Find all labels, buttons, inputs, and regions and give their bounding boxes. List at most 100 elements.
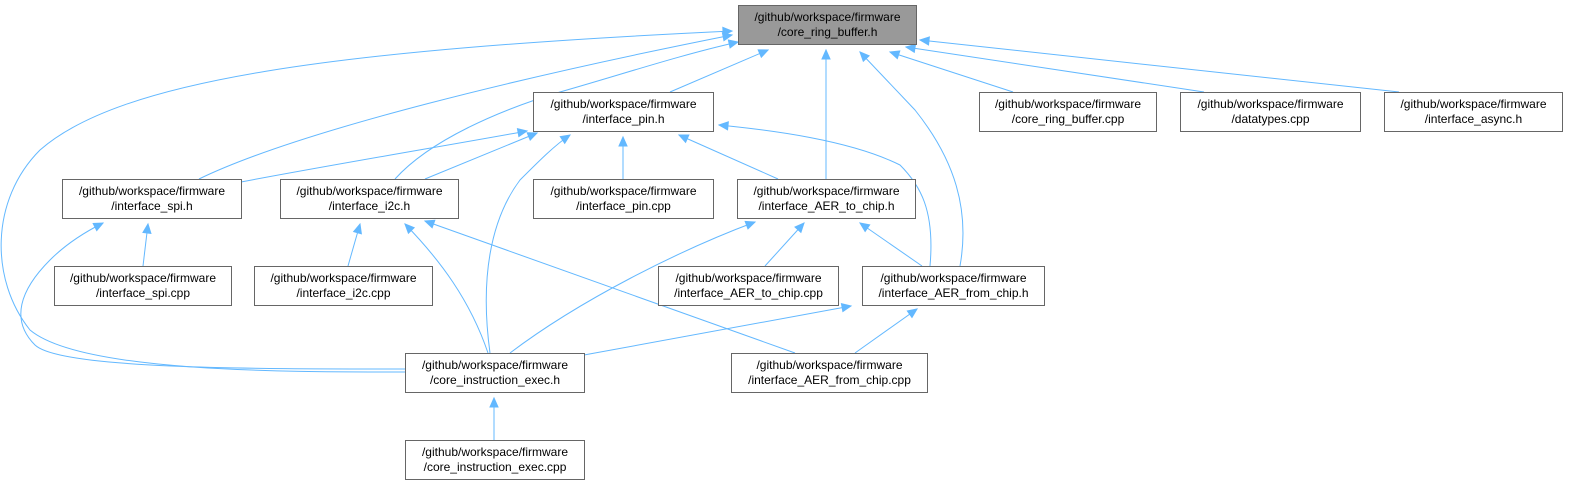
edge-interface_AER_from_chip_h-to-interface_pin_h: [717, 121, 932, 267]
node-box: [738, 5, 917, 45]
edge-interface_AER_from_chip_cpp-to-interface_AER_from_chip_h: [854, 308, 919, 354]
edge-interface_spi_h-to-interface_pin_h: [240, 128, 529, 183]
node-path-label: /github/workspace/firmware: [422, 445, 568, 459]
edge-core_instruction_exec_h-to-interface_spi_h: [20, 222, 406, 370]
node-file-label: /core_instruction_exec.h: [430, 373, 560, 387]
node-path-label: /github/workspace/firmware: [270, 271, 416, 285]
arrowhead-icon: [404, 223, 416, 235]
node-path-label: /github/workspace/firmware: [79, 184, 225, 198]
node-file-label: /interface_pin.h: [582, 112, 664, 126]
node-core-instruction-exec-h[interactable]: /github/workspace/firmware/core_instruct…: [405, 353, 585, 393]
node-box: [280, 179, 459, 219]
node-interface-async-h[interactable]: /github/workspace/firmware/interface_asy…: [1384, 92, 1563, 132]
edge-line: [919, 39, 1400, 93]
edge-core_instruction_exec_h-to-interface_pin_h: [485, 134, 572, 354]
node-path-label: /github/workspace/firmware: [753, 184, 899, 198]
edge-core_ring_buffer_cpp-to-core_ring_buffer_h: [888, 50, 1014, 93]
node-path-label: /github/workspace/firmware: [296, 184, 442, 198]
arrowhead-icon: [918, 36, 930, 46]
edge-interface_i2c_h-to-interface_pin_h: [424, 132, 539, 180]
node-interface-spi-h[interactable]: /github/workspace/firmware/interface_spi…: [62, 179, 242, 219]
node-path-label: /github/workspace/firmware: [1197, 97, 1343, 111]
arrowhead-icon: [677, 134, 690, 144]
node-file-label: /interface_pin.cpp: [576, 199, 671, 213]
edge-line: [583, 305, 852, 356]
edge-line: [669, 49, 769, 93]
arrowhead-icon: [717, 121, 729, 131]
arrowhead-icon: [489, 396, 499, 408]
node-box: [979, 92, 1157, 132]
node-datatypes-cpp[interactable]: /github/workspace/firmware/datatypes.cpp: [1180, 92, 1361, 132]
node-path-label: /github/workspace/firmware: [675, 271, 821, 285]
edge-interface_AER_from_chip_h-to-core_ring_buffer_h: [859, 51, 964, 267]
node-file-label: /interface_AER_from_chip.h: [878, 286, 1028, 300]
edge-line: [198, 34, 733, 180]
arrowhead-icon: [794, 222, 805, 234]
edge-core_instruction_exec_h-to-interface_i2c_h: [404, 223, 489, 354]
node-box: [1384, 92, 1563, 132]
node-box: [533, 179, 714, 219]
node-core-instruction-exec-cpp[interactable]: /github/workspace/firmware/core_instruct…: [405, 440, 585, 480]
node-interface-AER-from-chip-cpp[interactable]: /github/workspace/firmware/interface_AER…: [731, 353, 928, 393]
graph-edges: [0, 26, 1400, 440]
edge-interface_AER_to_chip_h-to-core_ring_buffer_h: [821, 48, 831, 179]
arrowhead-icon: [859, 51, 870, 63]
edge-line: [854, 308, 918, 354]
node-path-label: /github/workspace/firmware: [70, 271, 216, 285]
node-file-label: /interface_AER_to_chip.cpp: [674, 286, 823, 300]
arrowhead-icon: [516, 128, 529, 138]
edge-line: [764, 222, 805, 267]
edge-line: [678, 134, 779, 180]
arrowhead-icon: [840, 303, 853, 313]
edge-line: [889, 51, 1014, 93]
arrowhead-icon: [858, 222, 871, 233]
edge-core_instruction_exec_cpp-to-core_instruction_exec_h: [489, 396, 499, 440]
node-file-label: /core_ring_buffer.cpp: [1012, 112, 1125, 126]
edge-core_instruction_exec_h-to-interface_AER_to_chip_h: [509, 220, 757, 354]
edge-line: [240, 130, 528, 183]
edge-line: [509, 221, 756, 354]
node-interface-pin-h[interactable]: /github/workspace/firmware/interface_pin…: [533, 92, 714, 132]
edge-line: [859, 222, 923, 267]
edge-interface_spi_cpp-to-interface_spi_h: [142, 222, 152, 267]
node-path-label: /github/workspace/firmware: [422, 358, 568, 372]
arrowhead-icon: [906, 308, 919, 319]
node-path-label: /github/workspace/firmware: [756, 358, 902, 372]
arrowhead-icon: [526, 132, 539, 142]
node-interface-i2c-h[interactable]: /github/workspace/firmware/interface_i2c…: [280, 179, 459, 219]
edge-interface_pin_h-to-core_ring_buffer_h: [669, 49, 770, 93]
arrowhead-icon: [757, 49, 770, 59]
edge-interface_AER_from_chip_cpp-to-interface_i2c_h: [423, 219, 796, 354]
node-file-label: /datatypes.cpp: [1231, 112, 1309, 126]
arrowhead-icon: [559, 134, 572, 145]
node-box: [731, 353, 928, 393]
arrowhead-icon: [618, 135, 628, 147]
node-box: [405, 440, 585, 480]
node-interface-AER-from-chip-h[interactable]: /github/workspace/firmware/interface_AER…: [862, 266, 1045, 306]
edge-line: [718, 124, 932, 267]
arrowhead-icon: [423, 219, 436, 229]
node-interface-pin-cpp[interactable]: /github/workspace/firmware/interface_pin…: [533, 179, 714, 219]
node-interface-spi-cpp[interactable]: /github/workspace/firmware/interface_spi…: [54, 266, 232, 306]
arrowhead-icon: [142, 222, 152, 234]
edge-line: [404, 223, 489, 354]
edge-line: [20, 222, 406, 370]
node-path-label: /github/workspace/firmware: [754, 10, 900, 24]
node-interface-AER-to-chip-h[interactable]: /github/workspace/firmware/interface_AER…: [737, 179, 916, 219]
node-path-label: /github/workspace/firmware: [880, 271, 1026, 285]
graph-nodes: /github/workspace/firmware/core_ring_buf…: [54, 5, 1563, 480]
node-box: [1180, 92, 1361, 132]
node-interface-i2c-cpp[interactable]: /github/workspace/firmware/interface_i2c…: [254, 266, 433, 306]
node-interface-AER-to-chip-cpp[interactable]: /github/workspace/firmware/interface_AER…: [658, 266, 839, 306]
node-core-ring-buffer-cpp[interactable]: /github/workspace/firmware/core_ring_buf…: [979, 92, 1157, 132]
edge-core_instruction_exec_h-to-interface_AER_from_chip_h: [583, 303, 853, 356]
node-box: [62, 179, 242, 219]
node-file-label: /interface_i2c.cpp: [296, 286, 390, 300]
arrowhead-icon: [888, 50, 901, 60]
node-core-ring-buffer-h[interactable]: /github/workspace/firmware/core_ring_buf…: [738, 5, 917, 45]
node-file-label: /interface_i2c.h: [329, 199, 410, 213]
node-file-label: /interface_async.h: [1425, 112, 1522, 126]
node-file-label: /interface_spi.h: [111, 199, 192, 213]
edge-line: [424, 220, 796, 354]
